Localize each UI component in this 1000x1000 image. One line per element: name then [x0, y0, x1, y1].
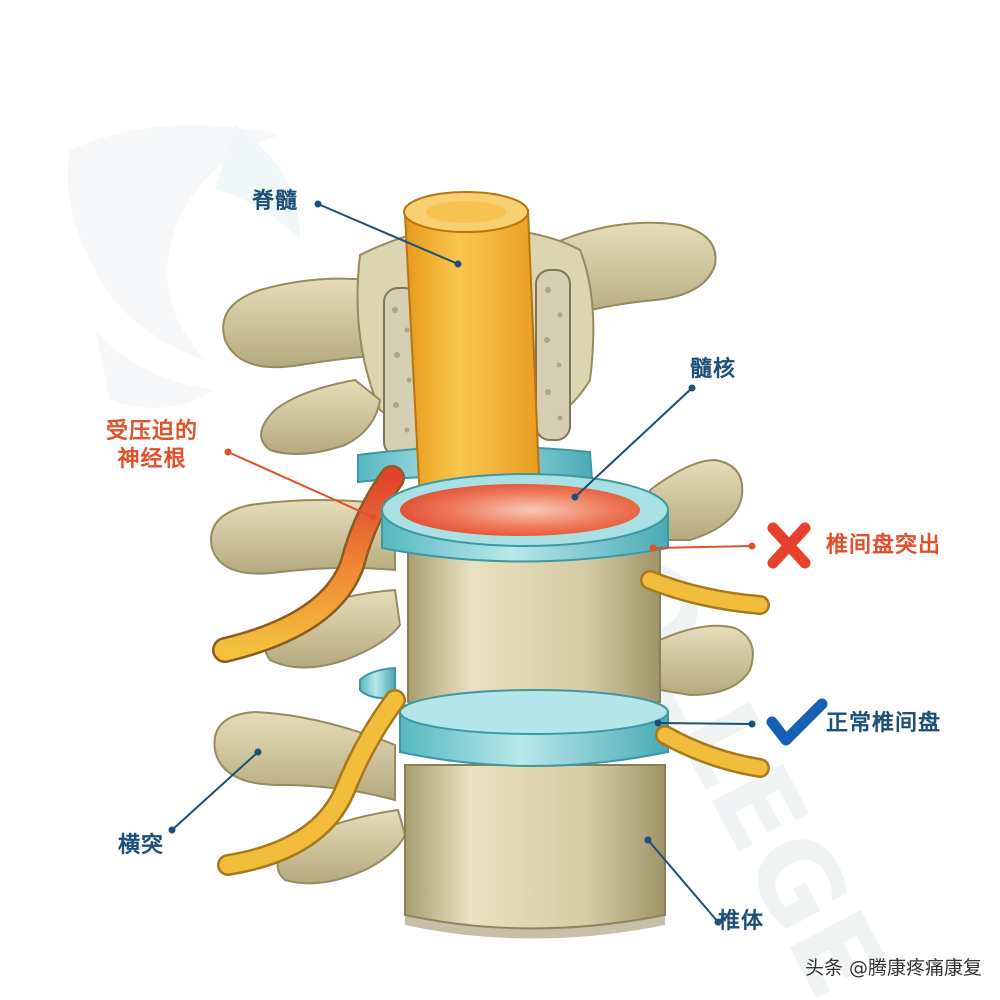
lower-vertebra — [213, 710, 666, 939]
label-nucleus-pulposus: 髓核 — [690, 357, 737, 382]
leader-nucleus — [574, 387, 693, 498]
leader-normal-disc — [657, 722, 753, 725]
herniated-disc — [381, 473, 669, 563]
cross-mark-icon — [767, 522, 811, 569]
leader-herniation — [652, 545, 753, 549]
watermark-logo — [67, 125, 300, 408]
leader-vertebral-body — [647, 839, 719, 923]
label-vertebral-body: 椎体 — [718, 909, 765, 934]
label-normal-disc: 正常椎间盘 — [826, 711, 942, 736]
nucleus-pulposus — [400, 484, 640, 536]
leader-spinal-cord — [317, 203, 459, 265]
check-mark-icon — [766, 698, 828, 746]
label-spinal-cord: 脊髓 — [252, 189, 299, 214]
label-transverse-process: 横突 — [118, 833, 165, 858]
normal-disc — [359, 666, 669, 767]
leader-transverse-process — [171, 751, 259, 831]
leader-compressed-root — [227, 451, 374, 518]
nerve-left-lower — [219, 691, 404, 874]
label-compressed-root-line2: 神经根 — [117, 446, 187, 472]
nerve-right-upper — [642, 572, 768, 613]
label-compressed-nerve-root: 受压迫的 神经根 — [106, 418, 198, 473]
label-disc-herniation: 椎间盘突出 — [826, 533, 942, 558]
nerve-right-lower — [657, 727, 768, 776]
compressed-nerve-root — [214, 467, 403, 661]
middle-vertebra — [210, 458, 754, 715]
spinal-cord — [403, 191, 542, 501]
label-compressed-root-line1: 受压迫的 — [106, 419, 199, 444]
source-credit: 头条 @腾康疼痛康复 — [804, 957, 982, 979]
